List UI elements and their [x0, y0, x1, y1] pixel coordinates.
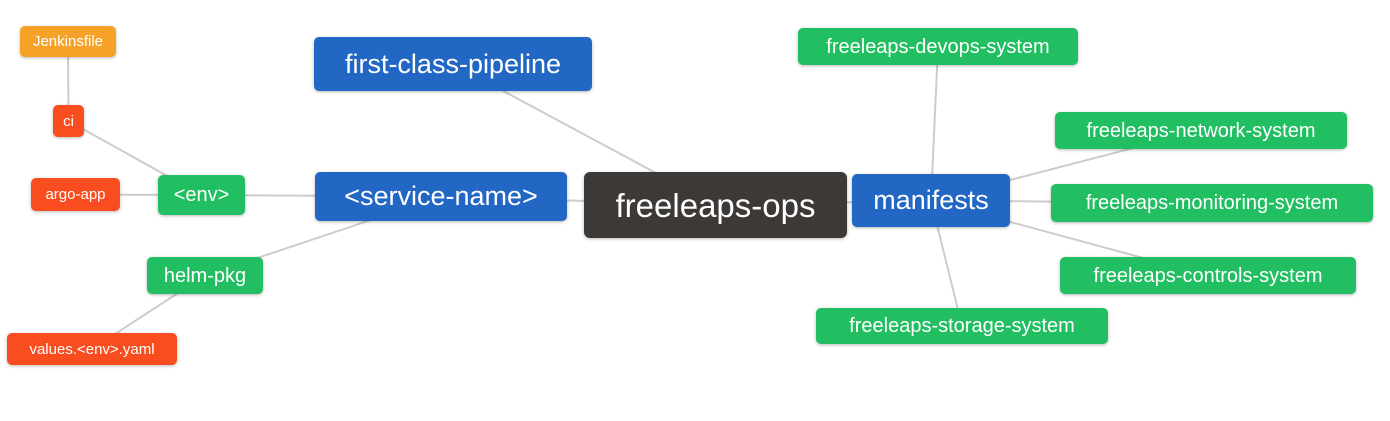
- node-values-env-yaml[interactable]: values.<env>.yaml: [7, 333, 177, 365]
- node-controls-system[interactable]: freeleaps-controls-system: [1060, 257, 1356, 294]
- node-freeleaps-ops[interactable]: freeleaps-ops: [584, 172, 847, 238]
- node-jenkinsfile[interactable]: Jenkinsfile: [20, 26, 116, 57]
- node-monitoring-system[interactable]: freeleaps-monitoring-system: [1051, 184, 1373, 222]
- node-manifests[interactable]: manifests: [852, 174, 1010, 227]
- node-devops-system[interactable]: freeleaps-devops-system: [798, 28, 1078, 65]
- node-storage-system[interactable]: freeleaps-storage-system: [816, 308, 1108, 344]
- node-ci[interactable]: ci: [53, 105, 84, 137]
- node-service-name[interactable]: <service-name>: [315, 172, 567, 221]
- node-env[interactable]: <env>: [158, 175, 245, 215]
- node-helm-pkg[interactable]: helm-pkg: [147, 257, 263, 294]
- node-first-class-pipeline[interactable]: first-class-pipeline: [314, 37, 592, 91]
- node-network-system[interactable]: freeleaps-network-system: [1055, 112, 1347, 149]
- node-argo-app[interactable]: argo-app: [31, 178, 120, 211]
